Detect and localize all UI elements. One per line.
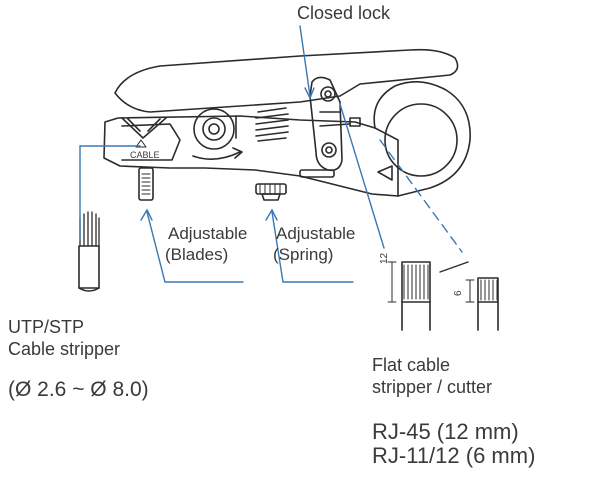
adjustable-spring-label-2: (Spring) (273, 245, 334, 264)
utp-range-label: (Ø 2.6 ~ Ø 8.0) (8, 378, 149, 401)
callout-spring (271, 211, 354, 283)
ring-hole (384, 103, 458, 177)
utp-label-2: Cable stripper (8, 339, 121, 359)
flat-cable-label-2: stripper / cutter (372, 377, 493, 397)
round-cable (78, 245, 100, 289)
pivot-ring-outer (193, 108, 235, 150)
blade-knob (138, 167, 154, 201)
callout-flat-dashed (379, 139, 463, 253)
utp-label-1: UTP/STP (8, 317, 85, 337)
adjustable-blades-label-1: Adjustable (168, 224, 248, 243)
flat-cable-label-1: Flat cable (372, 355, 451, 375)
flat-cable-6 (477, 277, 499, 303)
ring-cutter (373, 81, 471, 197)
dim-12-label: 12 (379, 252, 390, 264)
callout-utp (79, 145, 141, 241)
closed-lock-label: Closed lock (297, 3, 391, 23)
tool-body (103, 115, 399, 197)
callout-blades (146, 211, 244, 283)
cable-strands (79, 211, 100, 247)
callout-flat-solid (339, 103, 385, 249)
rj11-label: RJ-11/12 (6 mm) (372, 443, 536, 468)
upper-handle (114, 48, 459, 113)
adjustable-blades-label-2: (Blades) (165, 245, 229, 264)
adjustable-spring-label-1: Adjustable (276, 224, 356, 243)
v-notch (121, 117, 167, 139)
cable-marking: CABLE (130, 150, 160, 160)
dim-6-label: 6 (453, 290, 464, 296)
flat-cable-12 (401, 261, 431, 303)
callout-closed-lock (299, 25, 311, 97)
rj45-label: RJ-45 (12 mm) (372, 419, 519, 444)
lock-plate (309, 76, 343, 172)
spring (255, 107, 289, 142)
